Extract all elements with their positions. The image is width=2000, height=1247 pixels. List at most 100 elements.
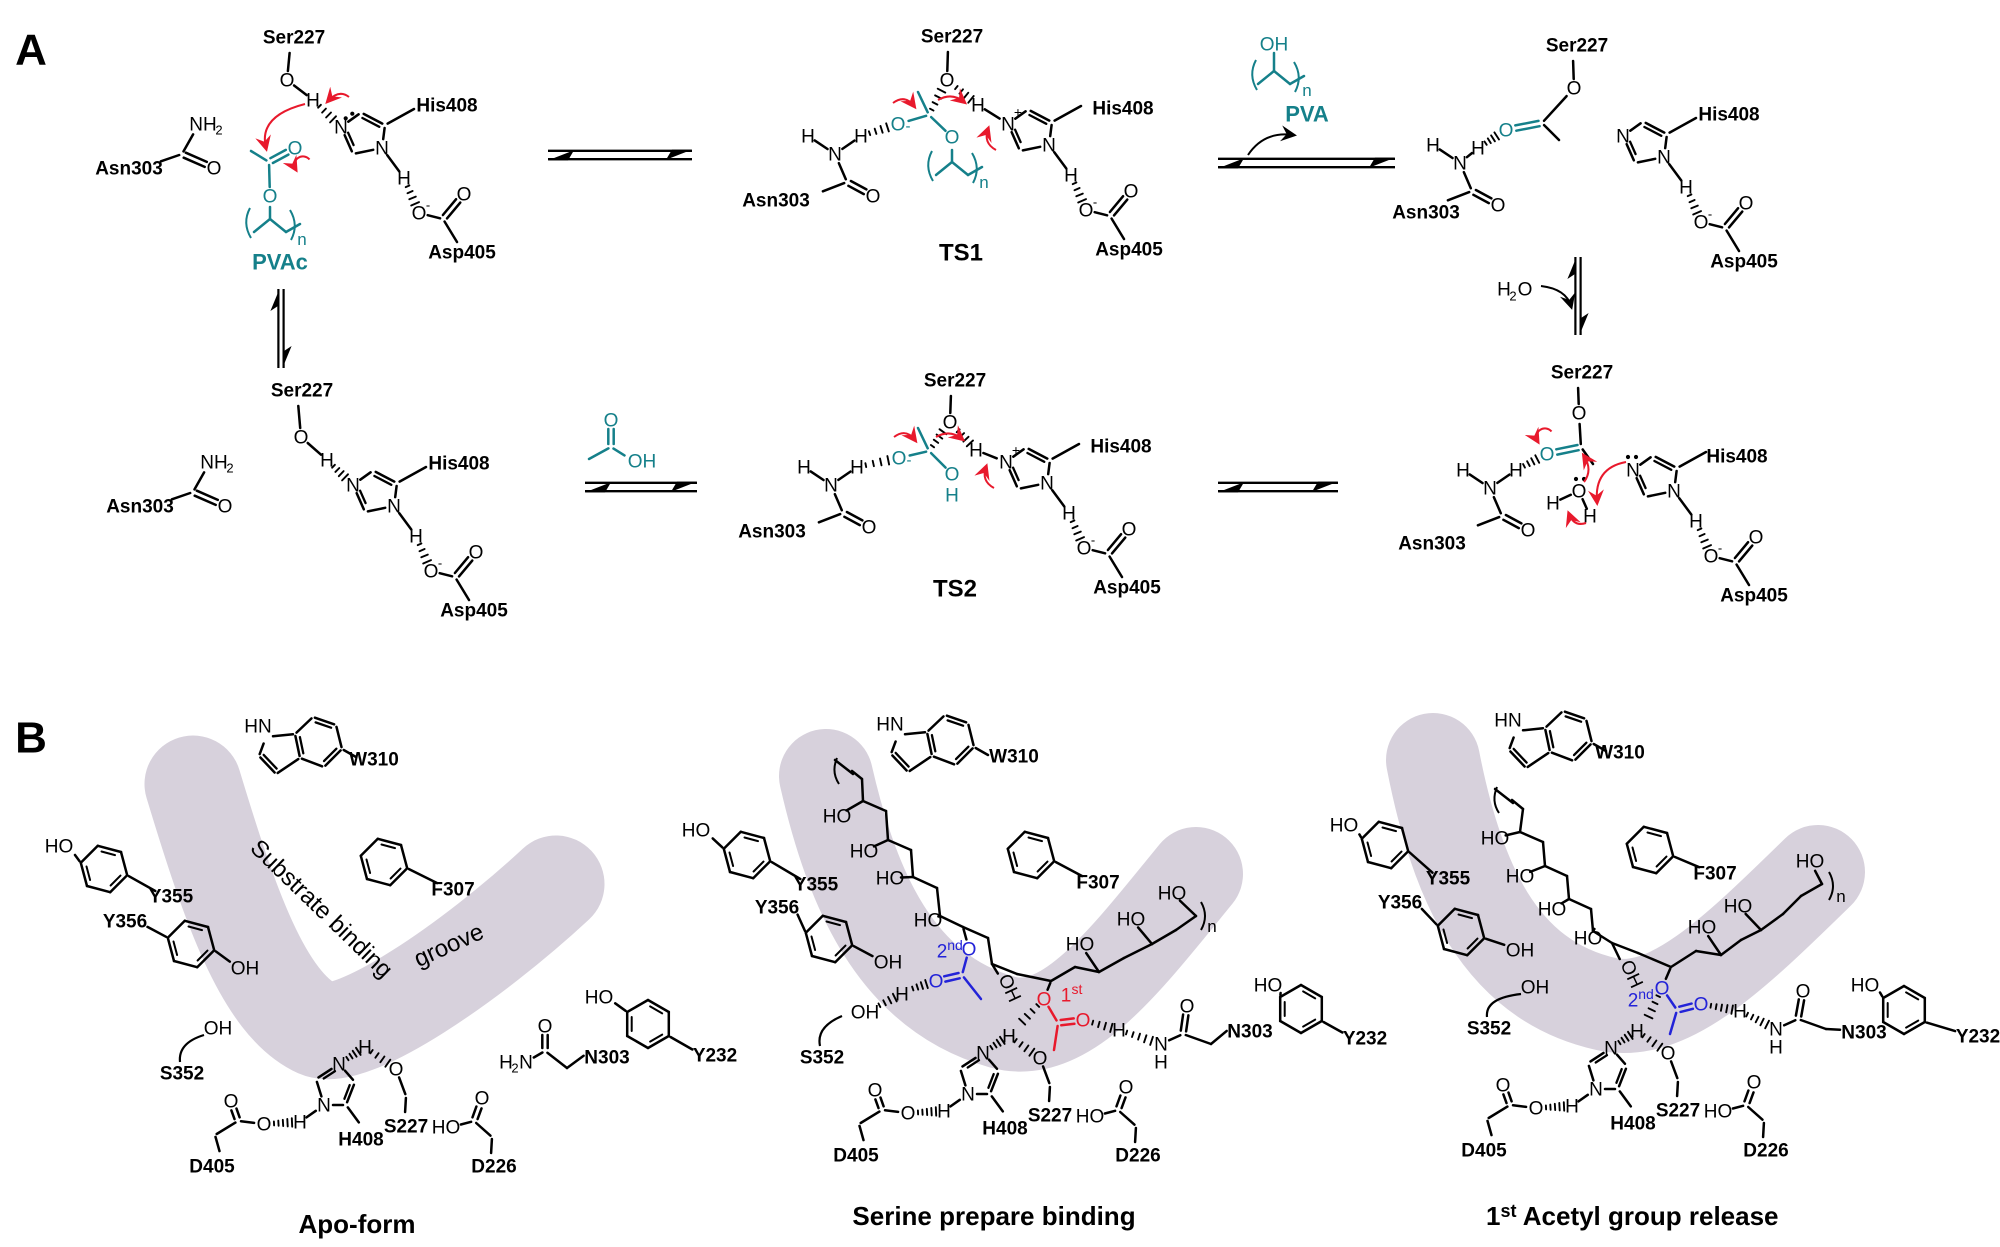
svg-text:O: O xyxy=(862,518,877,539)
svg-text:H: H xyxy=(895,985,909,1006)
svg-text:N: N xyxy=(1042,136,1056,157)
svg-text:O: O xyxy=(1529,1099,1544,1120)
svg-text:-: - xyxy=(426,198,430,213)
svg-text:O: O xyxy=(1747,1073,1762,1094)
svg-text:Apo-form: Apo-form xyxy=(299,1209,416,1239)
svg-text:-: - xyxy=(1091,533,1095,548)
svg-text:O: O xyxy=(412,204,427,225)
svg-text:-: - xyxy=(1718,541,1722,556)
svg-text:N: N xyxy=(1626,461,1640,482)
svg-text:Asp405: Asp405 xyxy=(440,601,508,622)
svg-text:H: H xyxy=(1733,1002,1747,1023)
svg-text:Asp405: Asp405 xyxy=(1095,240,1163,261)
svg-text:O: O xyxy=(1122,520,1137,541)
svg-text:O: O xyxy=(457,185,472,206)
svg-text:O: O xyxy=(1033,1049,1048,1070)
svg-text:O: O xyxy=(1567,79,1582,100)
svg-text:-: - xyxy=(907,452,912,469)
svg-text:O: O xyxy=(1796,982,1811,1003)
svg-text:H408: H408 xyxy=(982,1119,1027,1140)
svg-text:HO: HO xyxy=(1066,935,1095,956)
svg-text:O: O xyxy=(424,562,439,583)
svg-text:H: H xyxy=(1426,136,1440,157)
svg-text:1: 1 xyxy=(1061,986,1072,1007)
svg-text:Asn303: Asn303 xyxy=(106,497,174,518)
svg-text:O: O xyxy=(604,411,619,432)
svg-text:N303: N303 xyxy=(584,1048,629,1069)
svg-text:H: H xyxy=(293,1113,307,1134)
svg-text:His408: His408 xyxy=(1698,105,1759,126)
svg-text:O: O xyxy=(901,1104,916,1125)
svg-text:O: O xyxy=(1694,213,1709,234)
svg-text:HO: HO xyxy=(876,869,905,890)
svg-text:Ser227: Ser227 xyxy=(921,27,983,48)
svg-text:HO: HO xyxy=(1796,852,1825,873)
svg-text:2: 2 xyxy=(1628,991,1639,1012)
svg-text:W310: W310 xyxy=(349,750,399,771)
svg-text:HO: HO xyxy=(1506,867,1535,888)
svg-text:O: O xyxy=(224,1092,239,1113)
svg-text:N: N xyxy=(1453,154,1467,175)
svg-text:O: O xyxy=(257,1115,272,1136)
svg-text:O: O xyxy=(1076,1011,1091,1032)
svg-text:Asn303: Asn303 xyxy=(742,191,810,212)
svg-text:N: N xyxy=(1769,1020,1783,1041)
svg-text:S352: S352 xyxy=(1467,1019,1511,1040)
svg-text:Y355: Y355 xyxy=(1426,869,1471,890)
svg-text:D405: D405 xyxy=(1461,1141,1507,1162)
svg-text:OH: OH xyxy=(851,1003,880,1024)
svg-text:st: st xyxy=(1072,981,1083,997)
svg-text:PVAc: PVAc xyxy=(252,250,308,275)
svg-text:2: 2 xyxy=(937,942,948,963)
svg-text:Asn303: Asn303 xyxy=(95,159,163,180)
svg-text:His408: His408 xyxy=(1090,437,1151,458)
svg-text:O: O xyxy=(469,543,484,564)
svg-text:HN: HN xyxy=(876,715,903,736)
svg-text:Asn303: Asn303 xyxy=(738,522,806,543)
svg-text:O: O xyxy=(1518,280,1533,301)
svg-text:N: N xyxy=(1667,482,1681,503)
svg-text:N: N xyxy=(1040,474,1054,495)
svg-text:H: H xyxy=(971,96,985,117)
svg-text:H: H xyxy=(1112,1021,1126,1042)
svg-text:O: O xyxy=(1694,995,1709,1016)
svg-text:H: H xyxy=(1471,139,1485,160)
svg-text:HO: HO xyxy=(1254,976,1283,997)
svg-text:N303: N303 xyxy=(1227,1022,1272,1043)
svg-text:N: N xyxy=(824,476,838,497)
svg-text:PVA: PVA xyxy=(1285,102,1329,127)
svg-text:OH: OH xyxy=(1521,978,1550,999)
svg-text:N: N xyxy=(1483,479,1497,500)
svg-text:O: O xyxy=(1661,1044,1676,1065)
svg-text:H: H xyxy=(1064,166,1078,187)
svg-text:-: - xyxy=(1708,207,1712,222)
svg-text:Asp405: Asp405 xyxy=(1093,578,1161,599)
svg-text:H: H xyxy=(1583,507,1597,528)
svg-text:S227: S227 xyxy=(1656,1101,1700,1122)
svg-text:nd: nd xyxy=(947,937,963,953)
svg-text:HO: HO xyxy=(1574,929,1603,950)
svg-text:His408: His408 xyxy=(1706,447,1767,468)
svg-text:O: O xyxy=(263,187,278,208)
svg-text:HO: HO xyxy=(1704,1102,1733,1123)
svg-text:H: H xyxy=(1630,1022,1644,1043)
svg-text:Y356: Y356 xyxy=(755,898,799,919)
svg-text:H: H xyxy=(801,127,815,148)
svg-text:nd: nd xyxy=(1638,986,1654,1002)
svg-text:O: O xyxy=(940,71,955,92)
svg-text:-: - xyxy=(438,556,442,571)
svg-text:D226: D226 xyxy=(1115,1146,1160,1167)
svg-text:N: N xyxy=(961,1085,975,1106)
svg-text:F307: F307 xyxy=(431,880,474,901)
svg-text:H: H xyxy=(1154,1053,1168,1074)
svg-text:OH: OH xyxy=(874,953,903,974)
svg-text:H: H xyxy=(797,458,811,479)
svg-text:OH: OH xyxy=(204,1019,233,1040)
svg-text:H: H xyxy=(306,91,320,112)
svg-text:NH: NH xyxy=(189,115,216,136)
svg-text:H: H xyxy=(1679,178,1693,199)
svg-text:H: H xyxy=(358,1038,372,1059)
svg-text:F307: F307 xyxy=(1076,873,1119,894)
svg-text:O: O xyxy=(288,139,303,160)
svg-text:O: O xyxy=(1037,990,1052,1011)
